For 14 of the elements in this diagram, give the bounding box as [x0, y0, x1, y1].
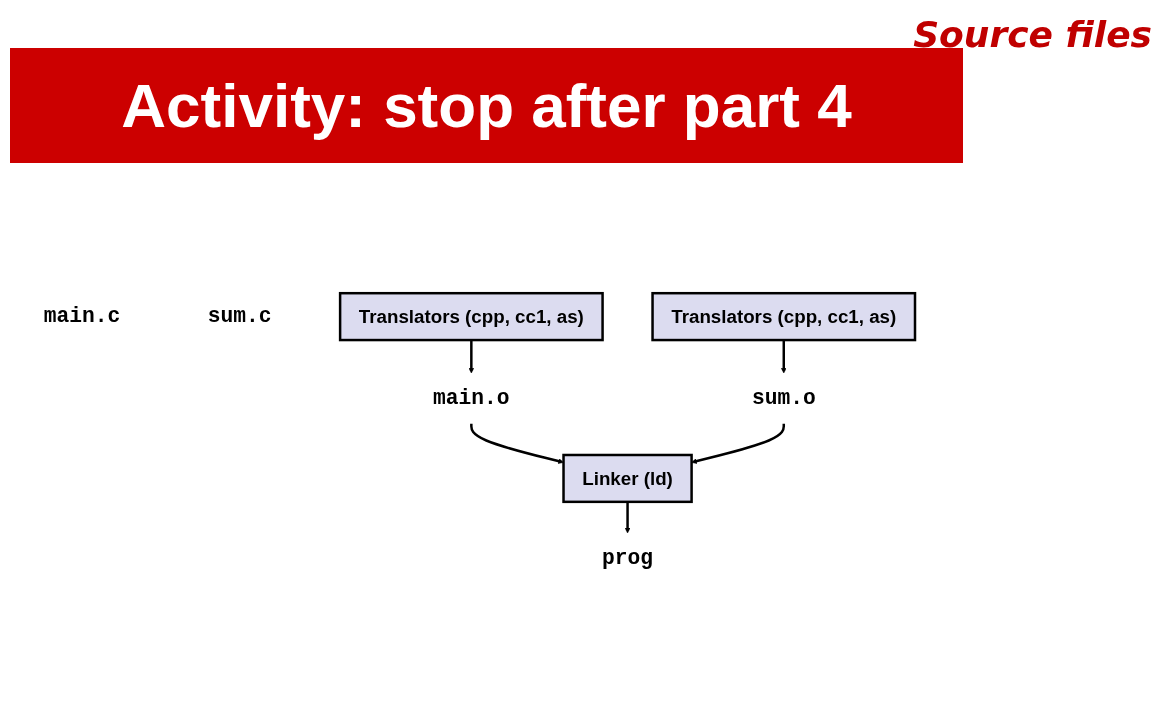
- arrow: [691, 423, 785, 464]
- arrow: [470, 423, 564, 464]
- node-box: Translators (cpp, cc1, as): [338, 291, 604, 342]
- node-box: Translators (cpp, cc1, as): [651, 291, 917, 342]
- node-text: sum.c: [207, 304, 272, 329]
- arrow: [468, 340, 475, 374]
- node-text: sum.o: [751, 386, 816, 411]
- node-box: Linker (ld): [562, 453, 693, 504]
- arrow: [624, 501, 631, 534]
- arrow: [781, 340, 787, 374]
- node-text: main.o: [433, 386, 510, 411]
- banner-title: Activity: stop after part 4: [10, 48, 963, 163]
- node-text: main.c: [43, 304, 121, 329]
- node-text: prog: [602, 546, 654, 570]
